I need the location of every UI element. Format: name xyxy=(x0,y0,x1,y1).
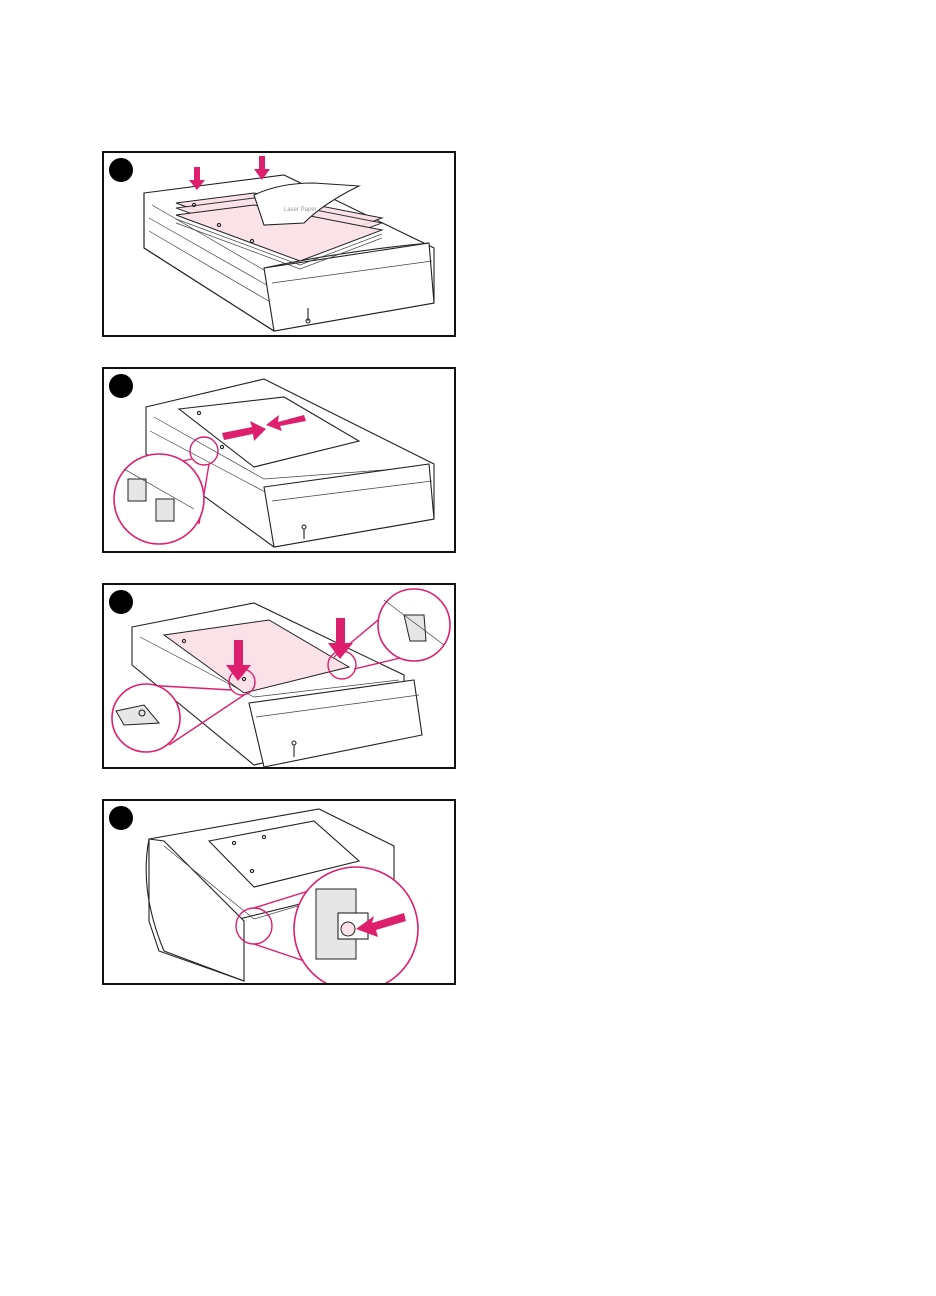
paper-tray-illustration-1: Laser Paper xyxy=(104,153,456,337)
step-3-panel xyxy=(102,583,456,769)
paper-tray-illustration-3 xyxy=(104,585,456,769)
paper-tray-illustration-4 xyxy=(104,801,456,985)
magnifier-callout-icon xyxy=(378,589,450,661)
step-2-panel xyxy=(102,367,456,553)
magnifier-callout-icon xyxy=(114,454,204,544)
step-1-panel: Laser Paper xyxy=(102,151,456,337)
magnifier-callout-icon xyxy=(112,684,180,752)
paper-tray-illustration-2 xyxy=(104,369,456,553)
paper-print-text: Laser Paper xyxy=(284,207,317,213)
down-arrow-icon xyxy=(254,156,270,180)
magnifier-callout-icon xyxy=(294,867,418,985)
step-4-panel xyxy=(102,799,456,985)
